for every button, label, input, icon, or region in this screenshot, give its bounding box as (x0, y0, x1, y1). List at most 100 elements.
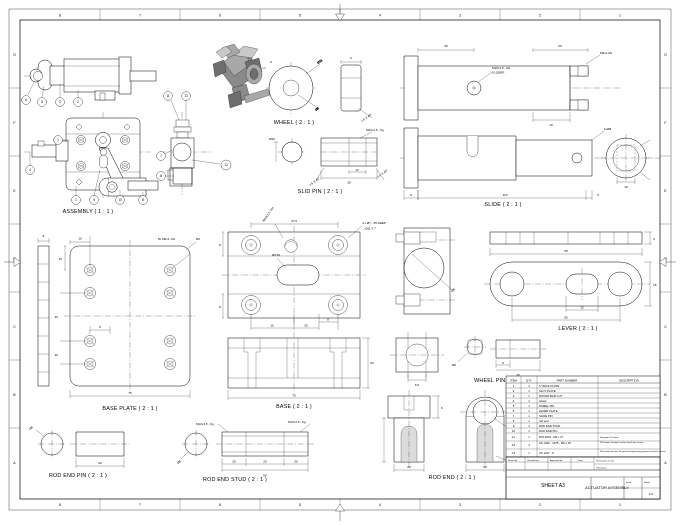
svg-text:2: 2 (539, 503, 541, 507)
svg-text:10: 10 (78, 237, 82, 241)
svg-text:6.5: 6.5 (415, 383, 420, 387)
svg-text:9: 9 (513, 424, 515, 428)
svg-text:10 DEEP: 10 DEEP (492, 71, 504, 75)
svg-text:ISO metric hexagon socket head: ISO metric hexagon socket head cap screw… (600, 441, 644, 444)
scale-label: Scale (626, 482, 632, 484)
svg-text:30: 30 (444, 44, 448, 48)
baseplate-holes (84, 264, 176, 370)
view-title-slide: SLIDE ( 2 : 1 ) (484, 202, 521, 208)
svg-text:6: 6 (441, 406, 443, 410)
view-assembly-top: 6 5 3 2 (21, 56, 157, 107)
svg-text:DIN 4004 - M6 x 27: DIN 4004 - M6 x 27 (539, 435, 564, 439)
view-lever-side: Ø6 (395, 227, 456, 315)
svg-text:wheel: wheel (539, 399, 547, 403)
svg-text:1: 1 (528, 451, 530, 455)
svg-text:LEVER PLATE: LEVER PLATE (539, 409, 558, 413)
svg-text:1: 1 (528, 404, 530, 408)
svg-text:Flat metal washers for general: Flat metal washers for general engineeri… (600, 450, 666, 453)
sheet-number: 1/1 (649, 492, 653, 496)
view-slide-front: 1xØ8 5 110 5 10 SLIDE ( 2 : 1 ) (400, 127, 660, 208)
svg-text:Ø6: Ø6 (28, 425, 34, 431)
svg-text:Ø16: Ø16 (316, 58, 323, 65)
view-title-rod-end-stud: ROD END STUD ( 2 : 1 ) (203, 477, 267, 483)
svg-text:6: 6 (25, 98, 27, 102)
svg-text:37.5: 37.5 (291, 219, 297, 223)
svg-text:1: 1 (528, 384, 530, 388)
view-title-lever: LEVER ( 2 : 1 ) (558, 326, 597, 332)
svg-text:5: 5 (502, 361, 504, 365)
view-title-wheel: WHEEL ( 2 : 1 ) (274, 120, 315, 126)
svg-text:4: 4 (29, 168, 31, 172)
svg-text:C: C (13, 325, 16, 329)
parts-header-desc: DESCRIPTION (619, 378, 639, 382)
svg-text:M10x1.5 - 6g: M10x1.5 - 6g (196, 422, 214, 426)
view-title-slid-pin: SLID PIN ( 2 : 1 ) (298, 189, 343, 195)
svg-text:75: 75 (292, 394, 296, 398)
svg-text:5: 5 (513, 404, 515, 408)
svg-text:G: G (664, 53, 667, 57)
svg-text:8: 8 (219, 243, 221, 247)
svg-text:F: F (13, 121, 16, 125)
svg-text:1: 1 (528, 414, 530, 418)
svg-text:6: 6 (219, 503, 221, 507)
svg-text:7: 7 (139, 503, 141, 507)
svg-text:12: 12 (224, 163, 228, 167)
approved-by-label: Approved by (550, 459, 563, 462)
view-base-front: 75 30 BASE ( 2 : 1 ) (227, 332, 374, 410)
svg-text:7: 7 (139, 14, 141, 18)
svg-text:E: E (664, 189, 667, 193)
sheet-label: Sheet (644, 481, 650, 484)
svg-text:E: E (13, 189, 16, 193)
svg-text:1: 1 (528, 409, 530, 413)
view-lever: 65 4 12 55 16 LEVER ( 2 : 1 ) (484, 231, 657, 332)
svg-text:20: 20 (232, 460, 236, 464)
svg-text:Hexagon Fit Screw: Hexagon Fit Screw (600, 436, 619, 439)
svg-text:M6x1-6H: M6x1-6H (600, 51, 612, 55)
svg-text:Ø6: Ø6 (176, 459, 182, 465)
svg-text:A: A (664, 461, 667, 465)
svg-text:1.5 X 45°: 1.5 X 45° (308, 176, 321, 187)
balloon-group-assembly-front: 1 4 1 9 10 8 (25, 135, 148, 205)
svg-text:8x M6x1 -6H: 8x M6x1 -6H (158, 237, 175, 241)
svg-text:B: B (13, 393, 16, 397)
svg-text:3: 3 (59, 100, 61, 104)
svg-text:10: 10 (549, 123, 553, 127)
svg-text:65: 65 (564, 249, 568, 253)
svg-text:6: 6 (219, 14, 221, 18)
balloon-group-detail: 11 13 7 8 12 (156, 91, 232, 181)
svg-text:20: 20 (407, 465, 411, 469)
sheet-format: SHEET A3 (541, 483, 565, 489)
svg-text:1: 1 (528, 419, 530, 423)
svg-text:5 THICK PLATE: 5 THICK PLATE (539, 384, 559, 388)
svg-text:F: F (664, 121, 667, 125)
svg-text:20: 20 (558, 44, 562, 48)
view-base-plate-front: 10 8x M6x1 -6H R8 15 20 20 8 75 BASE PLA… (55, 236, 200, 412)
tolerance-note: Tolerances (596, 467, 607, 470)
view-wheel-pin: 6.5 Ø6 5 20 WHEEL PIN ( 2 : 1 ) (390, 332, 546, 387)
svg-text:4: 4 (513, 399, 515, 403)
svg-text:20: 20 (263, 460, 267, 464)
svg-text:6: 6 (513, 409, 515, 413)
svg-text:1: 1 (528, 394, 530, 398)
svg-text:2: 2 (539, 14, 541, 18)
parts-header-qty: QTY (526, 378, 532, 382)
svg-text:5: 5 (410, 193, 412, 197)
title-block: Drawn by Checked by Approved by Date Dim… (505, 456, 661, 500)
view-title-base-plate: BASE PLATE ( 2 : 1 ) (102, 406, 157, 412)
svg-text:12: 12 (355, 168, 359, 172)
parts-header-part: PART NUMBER (557, 378, 578, 382)
svg-text:7: 7 (160, 154, 162, 158)
svg-text:1: 1 (528, 389, 530, 393)
svg-text:13: 13 (512, 451, 516, 455)
svg-text:10: 10 (512, 429, 516, 433)
svg-text:20: 20 (55, 353, 59, 357)
view-base-top: 37.5 M10x1.5 -6H 4 x Ø7 - 25 DEEP ⌴ Ø11 … (219, 206, 386, 330)
svg-text:4: 4 (379, 503, 381, 507)
